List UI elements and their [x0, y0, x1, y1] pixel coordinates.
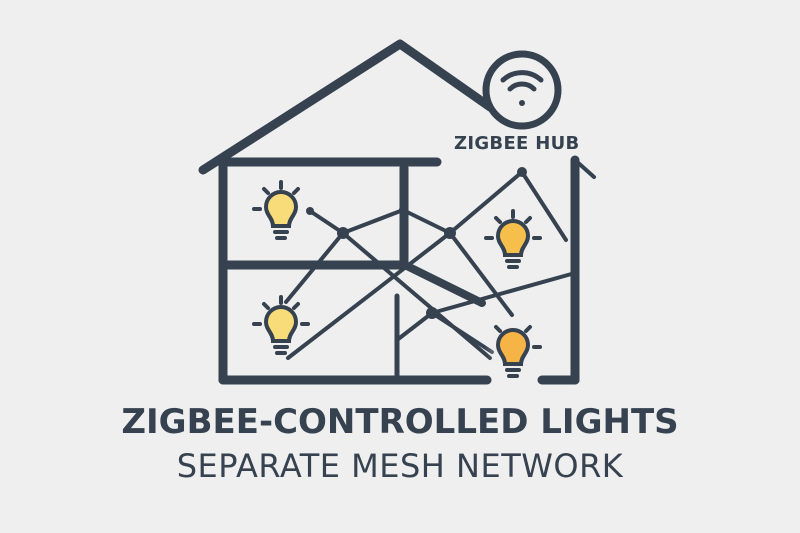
hub-label: ZIGBEE HUB	[454, 133, 580, 154]
lightbulb-icon	[252, 180, 300, 240]
lightbulb-icon	[494, 325, 542, 378]
wifi-icon	[500, 70, 544, 106]
mesh-links	[284, 170, 577, 360]
diagram-title: ZIGBEE-CONTROLLED LIGHTS	[121, 402, 679, 442]
roof	[198, 39, 495, 175]
house-walls	[218, 155, 596, 385]
lightbulb-icon	[484, 209, 542, 269]
diagram-subtitle: SEPARATE MESH NETWORK	[176, 447, 624, 485]
lightbulb-icon	[252, 295, 310, 355]
zigbee-hub	[482, 50, 562, 130]
mesh-nodes	[306, 167, 527, 319]
